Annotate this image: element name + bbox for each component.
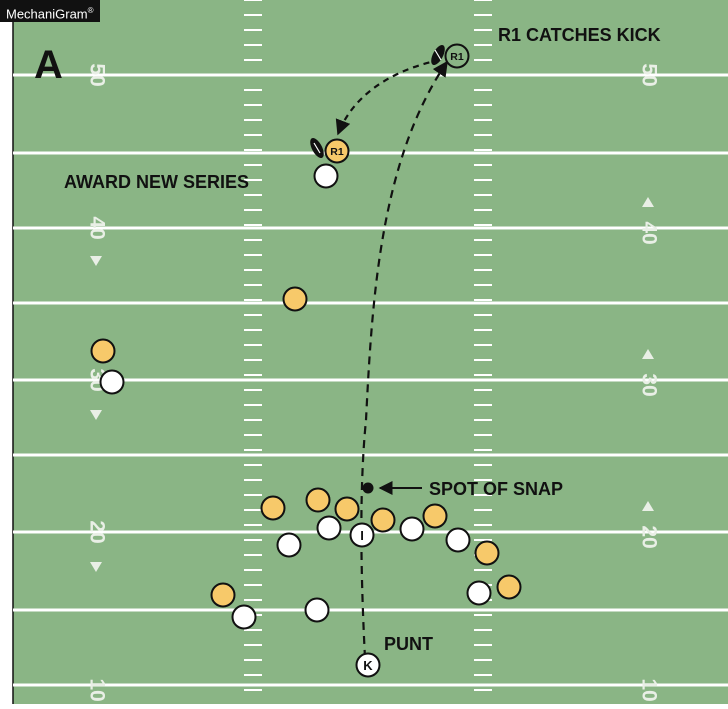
kicking-player [466, 580, 492, 606]
kicking-team [99, 163, 492, 630]
receiver-player [334, 496, 360, 522]
kicking-player [399, 516, 425, 542]
kicker-mark: K [363, 658, 373, 673]
r1-at-catch [444, 43, 470, 69]
return-path [335, 58, 441, 136]
receiving-team [90, 286, 522, 608]
kicking-player [276, 532, 302, 558]
panel-letter: A [34, 43, 63, 87]
kicking-player [231, 604, 257, 630]
receiver-player [90, 338, 116, 364]
kicking-player [316, 515, 342, 541]
yard-number-50-right: 50 [637, 63, 660, 86]
receiver-player [496, 574, 522, 600]
label-punt: PUNT [384, 634, 433, 654]
direction-arrow-20-left [90, 562, 102, 572]
yard-number-20-right: 20 [637, 525, 660, 548]
yard-number-50-left: 50 [85, 63, 108, 86]
receiver-player [370, 507, 396, 533]
receiver-player [260, 495, 286, 521]
field-turf [13, 0, 728, 704]
kicking-player [304, 597, 330, 623]
brand-tag: MechaniGram® [0, 0, 100, 22]
football-lace [313, 142, 321, 154]
yard-number-40-right: 40 [637, 221, 660, 244]
football-lace [434, 49, 442, 61]
r1-after-return [324, 138, 350, 164]
brand-name: MechaniGram [6, 6, 88, 22]
receiver-player [305, 487, 331, 513]
kicker-player [355, 652, 381, 678]
direction-arrow-30-left [90, 410, 102, 420]
brand-mark: ® [87, 6, 94, 15]
kicking-player [313, 163, 339, 189]
yard-numbers-right: 50 40 30 20 10 [637, 63, 660, 701]
yard-lines [13, 73, 728, 687]
yard-number-10-left: 10 [85, 678, 108, 701]
yard-number-40-left: 40 [85, 216, 108, 239]
direction-arrow-20-right [642, 501, 654, 511]
snapper-mark: I [360, 528, 364, 543]
label-award-new-series: AWARD NEW SERIES [64, 172, 249, 192]
receiver-player [474, 540, 500, 566]
r1-return-mark: R1 [330, 146, 344, 158]
receiver-player [210, 582, 236, 608]
kicking-player [99, 369, 125, 395]
spot-of-snap-marker [362, 482, 374, 494]
direction-arrow-40-left [90, 256, 102, 266]
yard-number-10-right: 10 [637, 678, 660, 701]
direction-arrow-40-right [642, 197, 654, 207]
kick-path [360, 60, 448, 659]
yard-numbers-left: 50 40 30 20 10 [85, 63, 108, 701]
snapper-player [349, 522, 375, 548]
yard-number-30-right: 30 [637, 373, 660, 396]
receiver-player [282, 286, 308, 312]
r1-catch-mark: R1 [450, 51, 464, 63]
kicking-player [445, 527, 471, 553]
label-r1-catches-kick: R1 CATCHES KICK [498, 25, 661, 45]
receiver-player [422, 503, 448, 529]
direction-arrow-30-right [642, 349, 654, 359]
label-spot-of-snap: SPOT OF SNAP [429, 479, 563, 499]
yard-number-20-left: 20 [85, 520, 108, 543]
